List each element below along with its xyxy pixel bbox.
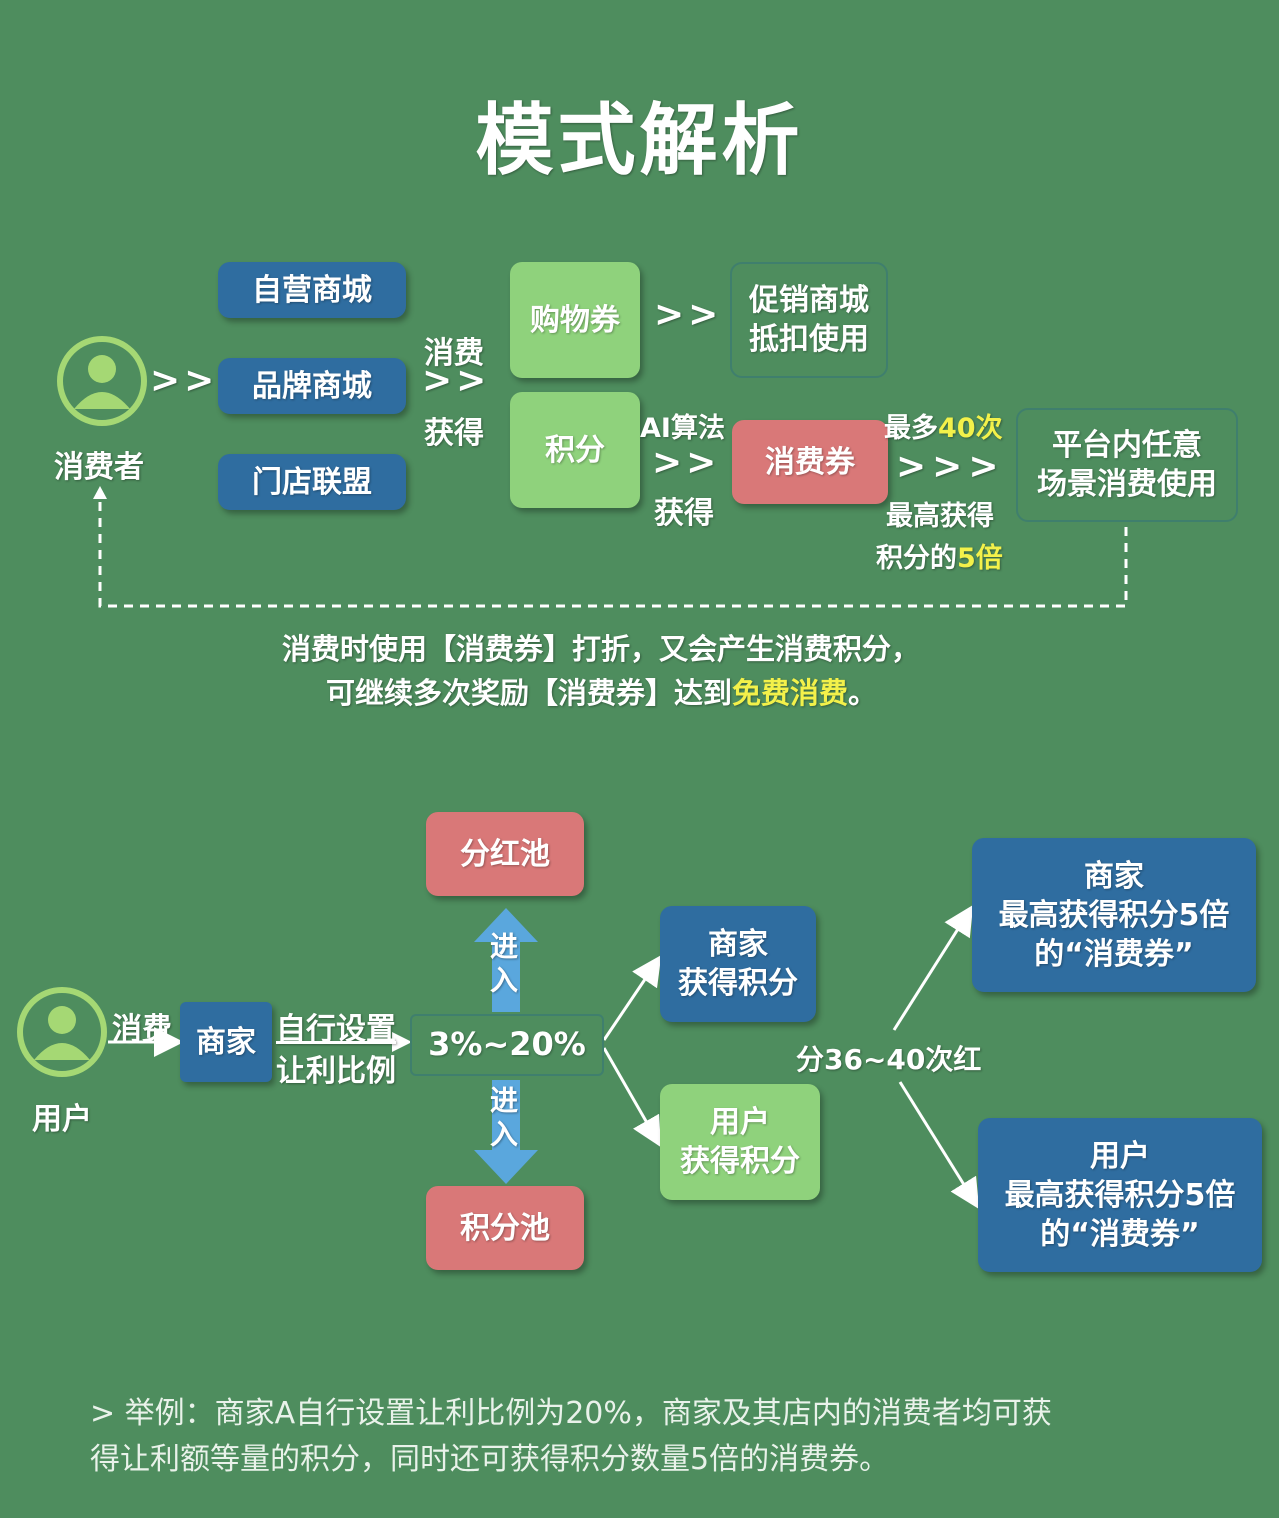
enter-up-arrow — [474, 908, 538, 1012]
consumer-avatar-icon — [57, 336, 147, 426]
dividend-times-text: 分36~40次红 — [796, 1043, 982, 1076]
ai-algorithm-text: AI算法 — [640, 413, 725, 444]
merchant-max-l1: 商家 — [1084, 858, 1144, 894]
enter-down-arrow — [474, 1080, 538, 1184]
example-line1: > 举例：商家A自行设置让利比例为20%，商家及其店内的消费者均可获 — [90, 1396, 1052, 1431]
consume-text: 消费 — [424, 336, 484, 371]
arrows-points-to-voucher: >> — [652, 442, 721, 483]
user-points-l2: 获得积分 — [680, 1144, 800, 1179]
points-box: 积分 — [510, 392, 640, 508]
obtain-text-2: 获得 — [654, 496, 714, 531]
promo-mall-box: 促销商城 抵扣使用 — [730, 262, 888, 378]
percent-range-box: 3%~20% — [410, 1014, 604, 1076]
platform-usage-box: 平台内任意 场景消费使用 — [1016, 408, 1238, 522]
user-max-l2: 最高获得积分5倍 — [1004, 1177, 1236, 1213]
user-max-l1: 用户 — [1090, 1138, 1150, 1174]
shopping-voucher-box: 购物券 — [510, 262, 640, 378]
points-five-times-text: 积分的5倍 — [876, 536, 1003, 575]
max-prefix: 最多 — [884, 413, 938, 444]
example-line2: 得让利额等量的积分，同时还可获得积分数量5倍的消费券。 — [90, 1442, 890, 1477]
merchant-points-box: 商家 获得积分 — [660, 906, 816, 1022]
merchant-max-voucher-box: 商家 最高获得积分5倍 的“消费券” — [972, 838, 1256, 992]
enter-top-text: 进入 — [490, 930, 519, 997]
page-title: 模式解析 — [475, 96, 804, 186]
feedback-arrow-head — [93, 486, 107, 499]
platform-line2: 场景消费使用 — [1037, 467, 1217, 502]
note-line1: 消费时使用【消费券】打折，又会产生消费积分， — [282, 632, 921, 666]
arrows-voucher-to-promo: >> — [654, 294, 723, 335]
consumer-label: 消费者 — [54, 450, 144, 485]
user-points-box: 用户 获得积分 — [660, 1084, 820, 1200]
points-of: 积分的 — [876, 543, 957, 574]
enter-bottom-text: 进入 — [490, 1084, 519, 1151]
obtain-text: 获得 — [424, 416, 484, 451]
max-get-text: 最高获得 — [886, 501, 994, 532]
note-free-consumption: 免费消费 — [732, 676, 849, 710]
max-times-value: 40次 — [938, 413, 1003, 444]
promo-line1: 促销商城 — [749, 283, 869, 318]
arrows-malls-to-rewards: >> — [422, 360, 491, 401]
ratio-text: 让利比例 — [276, 1054, 396, 1089]
user-max-voucher-box: 用户 最高获得积分5倍 的“消费券” — [978, 1118, 1262, 1272]
user-points-l1: 用户 — [710, 1105, 770, 1140]
max-times-text: 最多40次 — [884, 406, 1003, 445]
note-line2: 可继续多次奖励【消费券】达到免费消费。 — [326, 670, 877, 712]
arrows-consumer-to-malls: >> — [150, 360, 219, 401]
merchant-box: 商家 — [180, 1002, 272, 1082]
five-times-value: 5倍 — [957, 543, 1003, 574]
merchant-points-l2: 获得积分 — [678, 966, 798, 1001]
feedback-loop-line — [98, 502, 1128, 608]
self-set-text: 自行设置 — [276, 1012, 396, 1047]
user-max-l3: 的“消费券” — [1040, 1216, 1200, 1252]
points-pool-box: 积分池 — [426, 1186, 584, 1270]
store-alliance-box: 门店联盟 — [218, 454, 406, 510]
brand-mall-box: 品牌商城 — [218, 358, 406, 414]
user-avatar-icon — [17, 987, 107, 1077]
merchant-max-l2: 最高获得积分5倍 — [998, 897, 1230, 933]
note-line2-a: 可继续多次奖励【消费券】达到 — [326, 676, 733, 710]
consume-voucher-box: 消费券 — [732, 420, 888, 504]
merchant-points-l1: 商家 — [708, 927, 768, 962]
merchant-max-l3: 的“消费券” — [1034, 936, 1194, 972]
dividend-pool-box: 分红池 — [426, 812, 584, 896]
user-label: 用户 — [32, 1102, 92, 1137]
arrows-voucher-to-platform: >>> — [896, 446, 1005, 487]
promo-line2: 抵扣使用 — [749, 322, 869, 357]
self-run-mall-box: 自营商城 — [218, 262, 406, 318]
note-line2-c: 。 — [848, 676, 878, 710]
platform-line1: 平台内任意 — [1052, 428, 1202, 463]
